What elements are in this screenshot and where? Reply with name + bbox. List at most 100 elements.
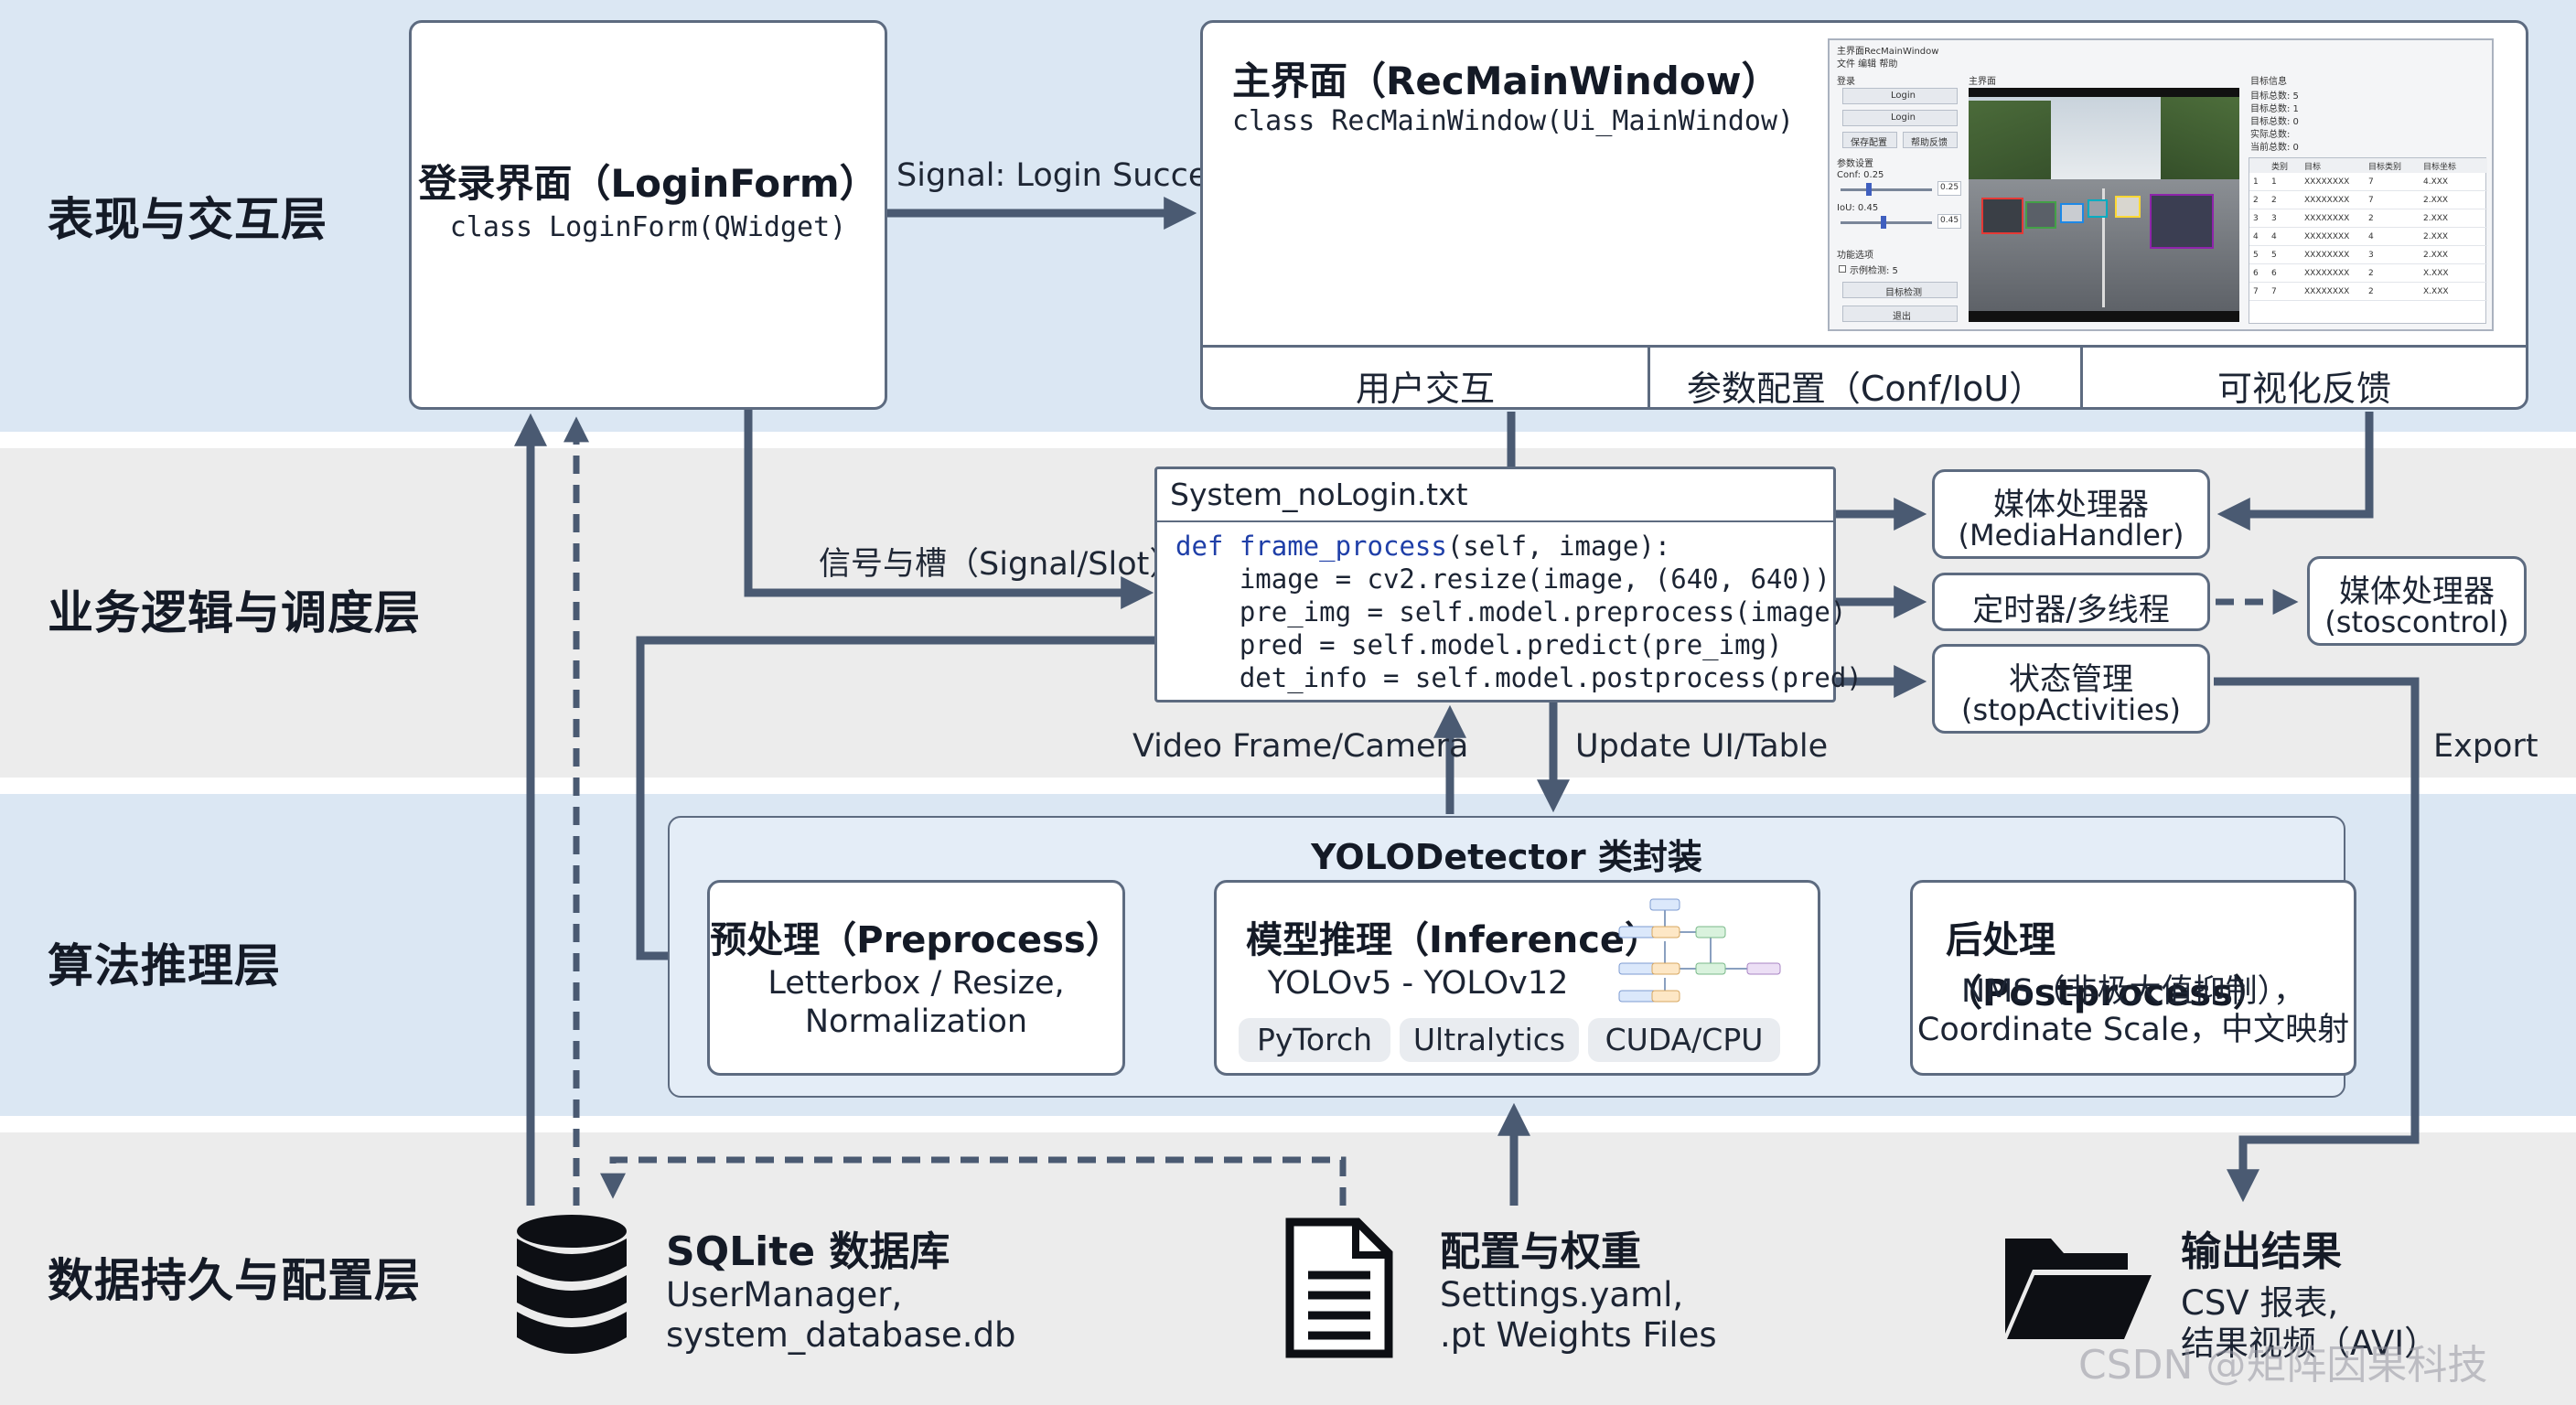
config-line1: Settings.yaml,: [1440, 1275, 1684, 1314]
media-handler-box: 媒体处理器 (MediaHandler): [1932, 469, 2210, 559]
graph-node-6: [1651, 962, 1680, 975]
app-opt-check-label: 示例检测: 5: [1850, 266, 1898, 276]
app-table-cell: 1: [2253, 177, 2259, 187]
section-param-config: 参数配置（Conf/IoU）: [1686, 369, 2045, 409]
app-btn-help[interactable]: 帮助反馈: [1903, 132, 1958, 148]
app-params-header: 参数设置: [1837, 159, 1873, 169]
graph-node-3: [1651, 926, 1680, 938]
sqlite-line1: UserManager,: [666, 1275, 903, 1314]
app-table-cell: 5: [2271, 251, 2277, 260]
postprocess-title: 后处理（Postprocess）: [1946, 919, 2270, 1014]
graph-node-10: [1651, 990, 1680, 1003]
media-stoscontrol-line2: (stoscontrol): [2324, 605, 2509, 639]
postprocess-box: 后处理（Postprocess） NMS（非极大值抑制）， Coordinate…: [1910, 880, 2356, 1076]
sqlite-line2: system_database.db: [666, 1315, 1016, 1355]
inference-title: 模型推理（Inference）: [1246, 919, 1662, 961]
output-title: 输出结果: [2181, 1228, 2342, 1275]
app-table-cell: XXXXXXXX: [2304, 196, 2350, 205]
graph-node-8: [1746, 962, 1781, 975]
app-table-cell: 7: [2271, 287, 2277, 296]
app-iou-label: IoU: 0.45: [1837, 203, 1879, 213]
system-file-box: System_noLogin.txt def frame_process(sel…: [1154, 467, 1862, 702]
app-table-cell: 4: [2253, 232, 2259, 241]
app-table-cell: X.XXX: [2423, 287, 2449, 296]
database-icon: [517, 1215, 627, 1354]
app-table-cell: 7: [2368, 196, 2374, 205]
app-stat-3: 目标总数: 0: [2250, 117, 2299, 127]
video-frame-label: Video Frame/Camera: [1132, 728, 1469, 765]
export-label: Export: [2433, 728, 2538, 765]
app-conf-handle[interactable]: [1866, 183, 1872, 196]
chip-pytorch: PyTorch: [1239, 1018, 1390, 1062]
state-management-line1: 状态管理: [2009, 661, 2133, 698]
signal-slot-label: 信号与槽（Signal/Slot）: [819, 546, 1182, 583]
app-stat-5: 当前总数: 0: [2250, 143, 2299, 153]
app-iou-value[interactable]: 0.45: [1937, 214, 1961, 229]
graph-node-9: [1618, 990, 1657, 1003]
app-table-cell: 2: [2368, 269, 2374, 278]
app-opt-checkbox[interactable]: [1839, 265, 1846, 273]
output-line1: CSV 报表,: [2181, 1283, 2339, 1323]
app-table-cell: 2: [2368, 214, 2374, 223]
app-btn-detect[interactable]: 目标检测: [1842, 282, 1958, 298]
app-iou-handle[interactable]: [1881, 216, 1886, 229]
main-window-class: class RecMainWindow(Ui_MainWindow): [1232, 105, 1795, 137]
app-iou-slider[interactable]: [1841, 221, 1932, 224]
app-table-cell: 2: [2271, 196, 2277, 205]
inference-line1: YOLOv5 - YOLOv12: [1267, 965, 1569, 1002]
app-table-cell: 3: [2253, 214, 2259, 223]
app-conf-value[interactable]: 0.25: [1937, 181, 1961, 196]
app-table-cell: XXXXXXXX: [2304, 232, 2350, 241]
layer-label-presentation: 表现与交互层: [48, 193, 327, 246]
app-table-cell: 7: [2253, 287, 2259, 296]
media-handler-line1: 媒体处理器: [1993, 487, 2149, 523]
app-conf-label: Conf: 0.25: [1837, 170, 1884, 180]
layer-label-algorithm: 算法推理层: [48, 939, 281, 992]
section-user-interaction: 用户交互: [1355, 369, 1495, 409]
app-table-cell: 1: [2271, 177, 2277, 187]
layer-label-data: 数据持久与配置层: [48, 1254, 421, 1307]
graph-node-4: [1695, 926, 1726, 938]
media-stoscontrol-box: 媒体处理器 (stoscontrol): [2307, 556, 2527, 646]
app-table-cell: XXXXXXXX: [2304, 214, 2350, 223]
app-opt-header: 功能选项: [1837, 251, 1873, 261]
app-stat-4: 实际总数:: [2250, 130, 2291, 140]
graph-node-7: [1695, 962, 1726, 975]
app-table-cell: 7: [2368, 177, 2374, 187]
app-table-cell: 2: [2368, 287, 2374, 296]
media-handler-line2: (MediaHandler): [1958, 518, 2184, 552]
app-table-cell: 2.XXX: [2423, 196, 2449, 205]
folder-icon: [2005, 1239, 2152, 1339]
arrow-signal-slot: [744, 410, 1154, 609]
timer-thread-label: 定时器/多线程: [1972, 592, 2170, 628]
app-btn-exit[interactable]: 退出: [1842, 306, 1958, 322]
app-btn-login[interactable]: Login: [1842, 88, 1958, 104]
preprocess-line1: Letterbox / Resize,: [767, 965, 1065, 1002]
app-conf-slider[interactable]: [1841, 188, 1932, 191]
section-divider-1: [1648, 348, 1650, 410]
app-center-header: 主界面: [1969, 77, 1996, 87]
code-line-5: det_info = self.model.postprocess(pred): [1175, 662, 1862, 693]
detect-box-car-6: [2088, 199, 2108, 218]
app-btn-login-2[interactable]: Login: [1842, 110, 1958, 126]
app-menu: 文件 编辑 帮助: [1837, 59, 1898, 70]
graph-node-2: [1618, 926, 1657, 938]
app-table-cell: 2.XXX: [2423, 251, 2449, 260]
postprocess-line1: NMS（非极大值抑制），: [1960, 973, 2306, 1010]
section-visual-feedback: 可视化反馈: [2216, 369, 2391, 409]
config-line2: .pt Weights Files: [1440, 1315, 1717, 1355]
chip-cuda-cpu: CUDA/CPU: [1588, 1018, 1780, 1062]
preprocess-box: 预处理（Preprocess） Letterbox / Resize, Norm…: [707, 880, 1125, 1076]
section-divider-2: [2080, 348, 2083, 410]
system-file-name: System_noLogin.txt: [1170, 477, 1468, 512]
app-btn-save[interactable]: 保存配置: [1842, 132, 1897, 148]
yolo-detector-title: YOLODetector 类封装: [1311, 837, 1702, 877]
